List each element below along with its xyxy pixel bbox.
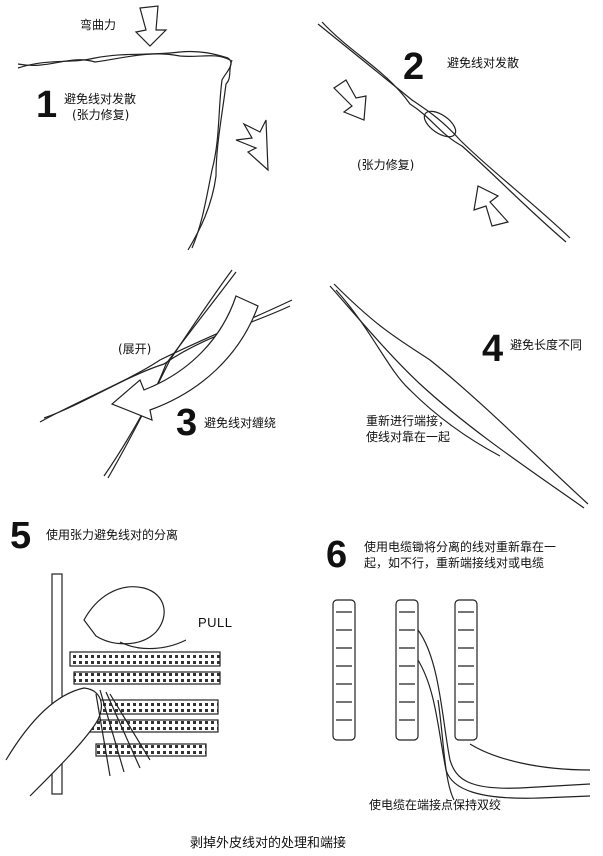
tension-arrow-icon-2a: [333, 79, 367, 121]
tension-arrow-icon-1: [235, 119, 269, 172]
panel-4-note-line-1: 重新进行端接，: [366, 414, 451, 428]
pull-label: PULL: [198, 615, 233, 630]
panel-4-twisted-pair-drawing: [329, 283, 589, 509]
panel-3-twisted-pair-drawing: [39, 269, 293, 479]
panel-2-twisted-pair-drawing: [317, 21, 571, 243]
panel-3-number: 3: [176, 402, 198, 444]
panel-6-drawing: [332, 599, 591, 801]
panel-6-label-line-1: 使用电缆锄将分离的线对重新靠在一: [364, 540, 557, 554]
panel-6-number: 6: [326, 534, 348, 576]
panel-5-drawing: [5, 573, 221, 797]
panel-6-bottom-note: 使电缆在端接点保持双绞: [369, 798, 502, 812]
panel-2-number: 2: [403, 46, 425, 88]
panel-3-sublabel: (展开): [118, 342, 152, 356]
panel-1-sublabel: (张力修复): [72, 108, 130, 122]
panel-6-label-line-2: 起，如不行，重新端接线对或电缆: [364, 556, 545, 570]
panel-1-label: 避免线对发散: [64, 92, 137, 106]
panel-4-note-line-2: 使线对靠在一起: [366, 430, 451, 444]
panel-2-label: 避免线对发散: [447, 56, 520, 70]
panel-5-label: 使用张力避免线对的分离: [46, 528, 179, 542]
untwist-curved-arrow-icon: [110, 295, 259, 421]
panel-4-number: 4: [482, 328, 504, 370]
panel-2-sublabel: (张力修复): [357, 158, 415, 172]
figure-caption: 剥掉外皮线对的处理和端接: [190, 836, 347, 851]
bend-force-arrow-icon: [134, 5, 168, 47]
bend-force-label: 弯曲力: [80, 18, 117, 32]
panel-1-number: 1: [36, 84, 58, 126]
panel-1-twisted-pair-drawing: [17, 50, 233, 251]
panel-4-label: 避免长度不同: [510, 338, 583, 352]
panel-5-number: 5: [10, 515, 32, 557]
panel-3-label: 避免线对缠绕: [204, 416, 277, 430]
tension-arrow-icon-2b: [473, 185, 510, 227]
